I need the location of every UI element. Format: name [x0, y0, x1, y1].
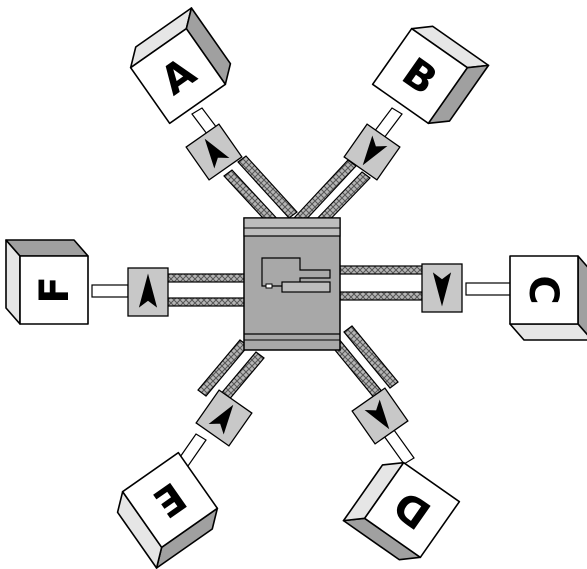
cable-c-1 — [340, 266, 422, 274]
connector-f — [92, 285, 128, 297]
converter-f — [128, 268, 168, 316]
hub-drive-slot — [282, 282, 330, 292]
cable-f-1 — [168, 274, 246, 282]
cable-f-2 — [168, 298, 246, 306]
node-d[interactable]: D — [344, 453, 460, 568]
hub-server — [244, 218, 340, 350]
converter-e — [196, 390, 252, 446]
node-c-label: C — [520, 275, 566, 304]
node-c[interactable]: C — [510, 256, 587, 340]
converter-d — [352, 388, 408, 444]
converter-c — [422, 264, 462, 312]
cable-e-1 — [198, 340, 248, 396]
connector-c — [466, 283, 512, 295]
hub-led — [266, 284, 272, 288]
node-e[interactable]: E — [110, 453, 226, 568]
hub-top-lid — [244, 218, 340, 236]
node-f[interactable]: F — [6, 240, 88, 324]
converter-b — [344, 124, 400, 180]
node-a[interactable]: A — [123, 8, 239, 123]
node-f-label: F — [32, 276, 78, 303]
cable-c-2 — [340, 292, 422, 300]
